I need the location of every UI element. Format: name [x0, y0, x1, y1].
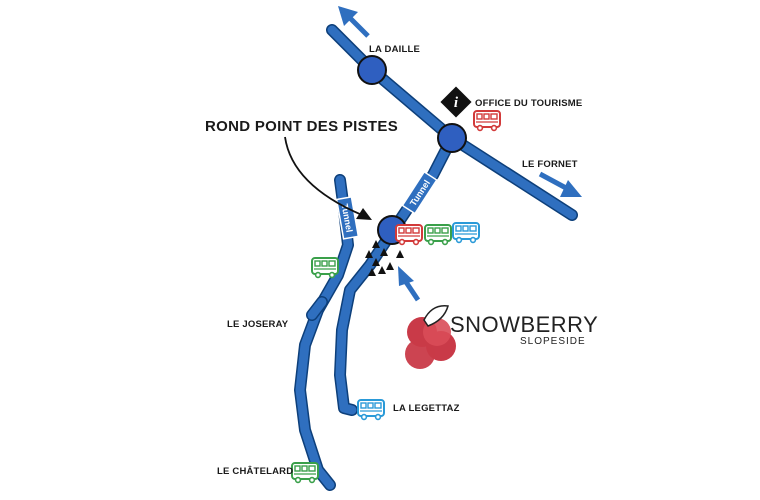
label-le-fornet: LE FORNET [522, 159, 578, 170]
bus-icon-green [424, 224, 452, 246]
roundabout-la-daille [357, 55, 387, 85]
label-la-legettaz: LA LEGETTAZ [393, 403, 460, 414]
info-diamond-icon: i [440, 86, 472, 118]
snowberry-arrow [398, 266, 421, 302]
brand-name: SNOWBERRY [450, 312, 598, 337]
label-le-joseray: LE JOSERAY [227, 319, 289, 330]
tunnel-label-right: Tunnel [401, 170, 438, 215]
brand-sub: SLOPESIDE [520, 336, 586, 347]
label-rond-point: ROND POINT DES PISTES [205, 118, 398, 135]
label-office-tourisme: OFFICE DU TOURISME [475, 98, 582, 109]
bus-icon-red [395, 224, 423, 246]
bus-icon-blue-legettaz [357, 399, 385, 421]
svg-text:i: i [454, 95, 459, 111]
joseray-fork [306, 296, 328, 321]
arrow-up-left-icon [338, 6, 370, 38]
main-road [326, 24, 578, 221]
arrow-down-right-icon [538, 171, 582, 197]
legettaz-road [334, 226, 398, 416]
bus-icon-green-left [311, 257, 339, 279]
bus-icon-green-chatelard [291, 462, 319, 484]
rond-point-pointer [284, 136, 372, 220]
label-le-chatelard: LE CHÂTELARD [217, 465, 293, 477]
bus-icon-office [473, 110, 501, 132]
bus-icon-blue [452, 222, 480, 244]
berry-logo-icon [405, 305, 456, 369]
label-la-daille: LA DAILLE [369, 44, 420, 55]
roundabout-office-tourisme [437, 123, 467, 153]
